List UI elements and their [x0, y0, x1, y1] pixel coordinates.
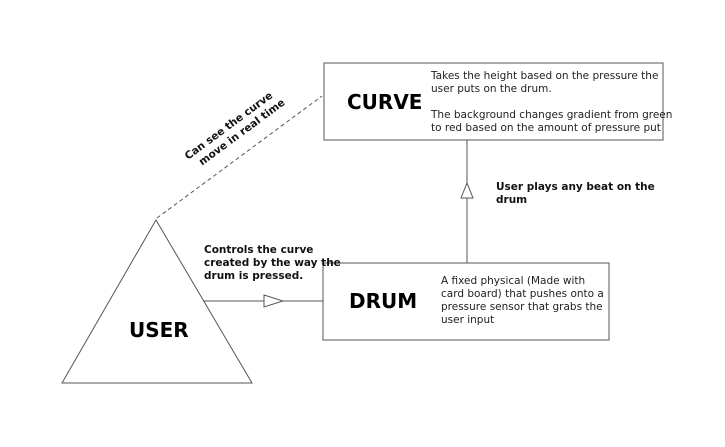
user-to-drum-arrowhead: [263, 294, 285, 308]
drum-to-curve-edge: User plays any beat on the drum: [460, 140, 655, 263]
drum-box: [322, 262, 610, 341]
user-to-drum-label-line-2: created by the way the: [204, 257, 341, 269]
user-to-curve-dashed-line: [156, 95, 323, 219]
drum-to-curve-arrowhead: [460, 181, 474, 199]
drum-node[interactable]: DRUM A fixed physical (Made with card bo…: [322, 262, 610, 341]
drum-description-line-3: pressure sensor that grabs the: [441, 301, 603, 313]
user-to-curve-label-line-1: Can see the curve: [183, 90, 275, 163]
user-title: USER: [129, 318, 189, 342]
drum-description-line-1: A fixed physical (Made with: [441, 275, 585, 287]
user-to-curve-edge: Can see the curve move in real time: [156, 90, 323, 219]
curve-box: [323, 62, 664, 141]
curve-title: CURVE: [347, 90, 422, 114]
user-to-drum-edge: Controls the curve created by the way th…: [204, 244, 341, 308]
drum-description-line-2: card board) that pushes onto a: [441, 288, 604, 300]
curve-description-line-3: The background changes gradient from gre…: [430, 109, 672, 121]
user-node[interactable]: USER: [61, 219, 253, 384]
drum-description-line-4: user input: [441, 314, 494, 326]
curve-node[interactable]: CURVE Takes the height based on the pres…: [323, 62, 672, 141]
user-to-drum-label-line-1: Controls the curve: [204, 244, 313, 256]
curve-description-line-4: to red based on the amount of pressure p…: [431, 122, 661, 134]
user-to-drum-label-line-3: drum is pressed.: [204, 270, 303, 282]
drum-to-curve-label-line-2: drum: [496, 194, 527, 206]
curve-description-line-2: user puts on the drum.: [431, 83, 552, 95]
curve-description-line-1: Takes the height based on the pressure t…: [430, 70, 658, 82]
drum-to-curve-label-line-1: User plays any beat on the: [496, 181, 655, 193]
drum-title: DRUM: [349, 289, 417, 313]
